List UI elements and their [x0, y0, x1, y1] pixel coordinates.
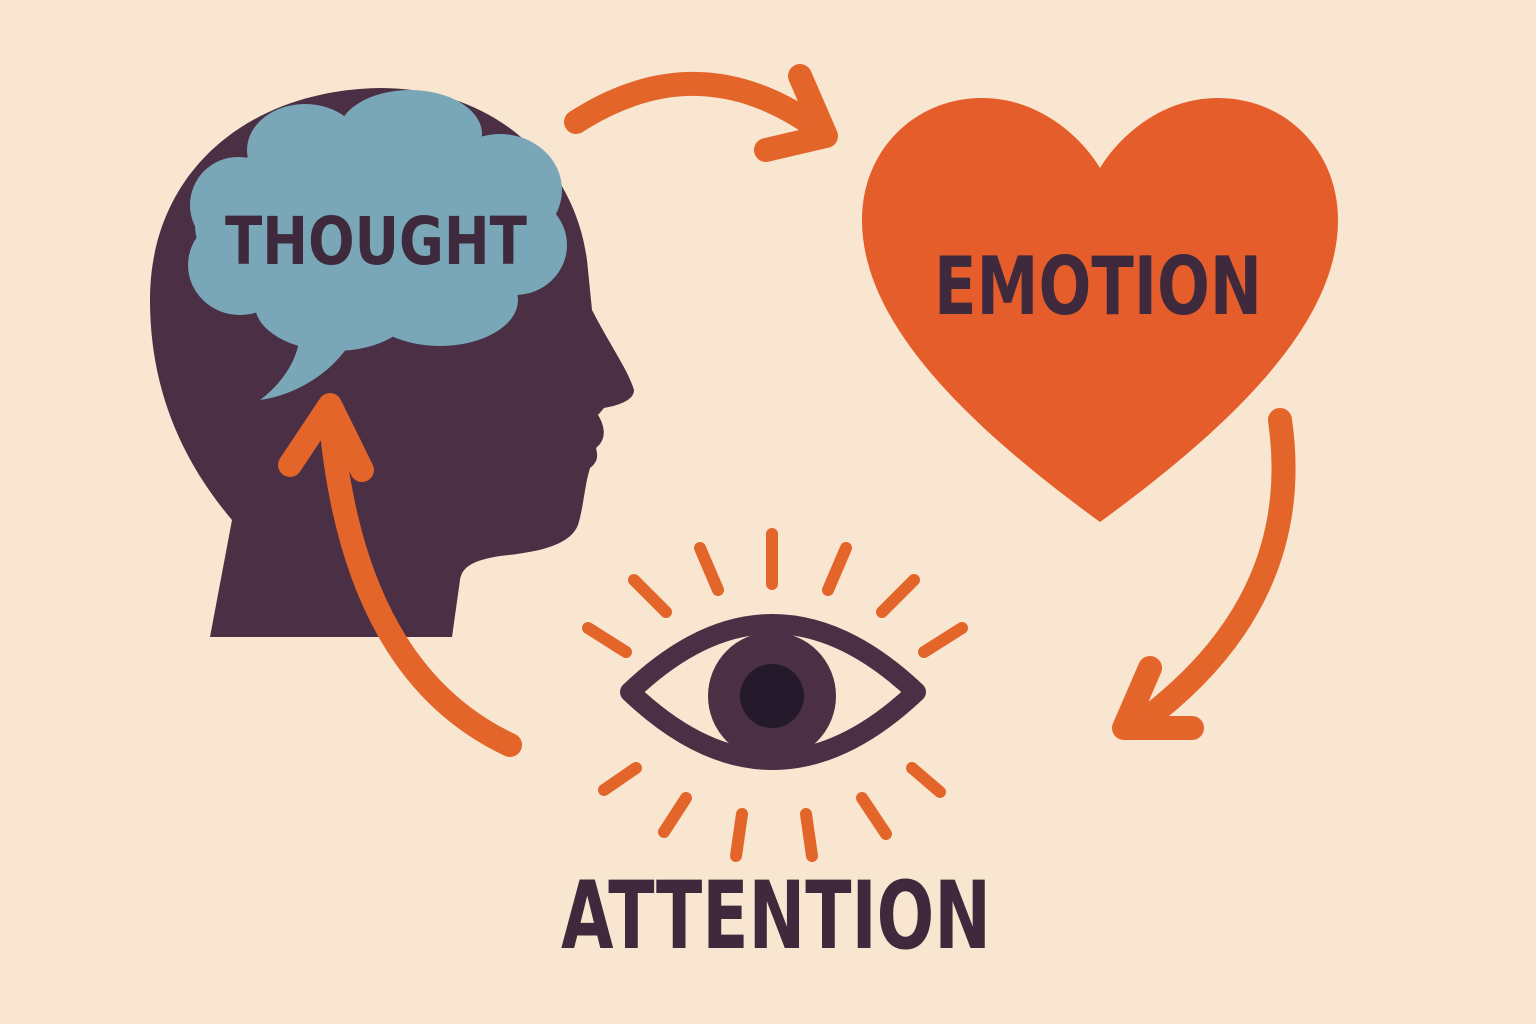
eye-outline: [620, 614, 926, 770]
emotion-label: EMOTION: [934, 240, 1262, 333]
cycle-arrows: [278, 64, 1296, 757]
eye-rays: [582, 528, 968, 862]
arrow-attention-to-thought: [278, 393, 522, 757]
arrow-thought-to-emotion: [564, 64, 838, 162]
thought-cloud-icon: [188, 90, 567, 400]
eye-pupil: [740, 664, 804, 728]
thought-label: THOUGHT: [225, 203, 527, 280]
attention-label: ATTENTION: [561, 862, 991, 971]
arrow-emotion-to-attention: [1112, 408, 1296, 740]
eye-icon: [582, 528, 968, 862]
heart-icon: [862, 98, 1338, 522]
